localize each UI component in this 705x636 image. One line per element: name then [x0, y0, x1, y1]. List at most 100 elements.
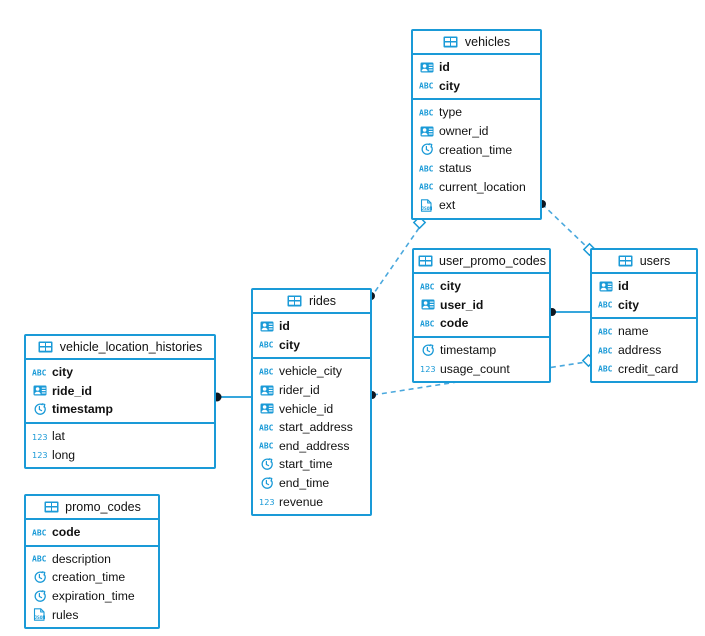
field-label: end_time	[279, 476, 330, 491]
svg-text:123: 123	[420, 364, 435, 373]
number-icon: 123	[259, 495, 274, 508]
table-icon	[618, 255, 634, 268]
attribute-field[interactable]: vehicle_id	[253, 399, 370, 418]
primary-key-field[interactable]: ABC city	[592, 296, 696, 315]
field-label: city	[618, 297, 640, 312]
primary-key-field[interactable]: ride_id	[26, 382, 214, 401]
id-badge-icon	[32, 384, 47, 397]
primary-key-field[interactable]: id	[413, 58, 540, 77]
edge-vlh-rides	[212, 392, 252, 402]
abc-text-icon: ABC	[259, 338, 274, 351]
svg-text:123: 123	[259, 497, 274, 506]
attribute-field[interactable]: ABC vehicle_city	[253, 362, 370, 381]
svg-text:ABC: ABC	[259, 368, 274, 376]
field-label: description	[52, 551, 111, 566]
attribute-field[interactable]: timestamp	[414, 341, 549, 360]
field-label: city	[439, 78, 461, 93]
entity-name: vehicles	[464, 35, 511, 49]
abc-text-icon: ABC	[598, 298, 613, 311]
attribute-field[interactable]: end_time	[253, 474, 370, 493]
attribute-field[interactable]: creation_time	[413, 140, 540, 159]
primary-key-field[interactable]: id	[253, 317, 370, 336]
svg-text:123: 123	[32, 450, 47, 459]
entity-name: users	[639, 254, 671, 268]
field-label: credit_card	[618, 361, 679, 376]
field-label: current_location	[439, 179, 526, 194]
svg-text:ABC: ABC	[32, 555, 47, 563]
table-icon	[417, 255, 433, 268]
abc-text-icon: ABC	[598, 344, 613, 357]
svg-text:ABC: ABC	[32, 368, 47, 376]
field-label: code	[52, 525, 81, 540]
attribute-field[interactable]: rider_id	[253, 381, 370, 400]
attribute-field[interactable]: ABC credit_card	[592, 359, 696, 378]
field-label: city	[52, 365, 74, 380]
id-badge-icon	[598, 280, 613, 293]
attribute-field[interactable]: expiration_time	[26, 587, 158, 606]
entity-name: promo_codes	[65, 500, 141, 514]
primary-key-field[interactable]: id	[592, 277, 696, 296]
abc-text-icon: ABC	[419, 106, 434, 119]
field-label: status	[439, 161, 472, 176]
svg-text:ABC: ABC	[598, 301, 613, 309]
abc-text-icon: ABC	[419, 162, 434, 175]
attribute-field[interactable]: creation_time	[26, 568, 158, 587]
field-label: revenue	[279, 494, 324, 509]
field-label: vehicle_city	[279, 364, 342, 379]
abc-text-icon: ABC	[419, 180, 434, 193]
primary-key-field[interactable]: ABC city	[26, 363, 214, 382]
attribute-field[interactable]: ABC current_location	[413, 178, 540, 197]
id-badge-icon	[419, 125, 434, 138]
attribute-field[interactable]: start_time	[253, 455, 370, 474]
attribute-field[interactable]: owner_id	[413, 122, 540, 141]
abc-text-icon: ABC	[598, 362, 613, 375]
svg-text:ABC: ABC	[420, 282, 435, 290]
id-badge-icon	[419, 61, 434, 74]
entity-name: rides	[308, 294, 337, 308]
attribute-field[interactable]: 123 revenue	[253, 492, 370, 511]
abc-text-icon: ABC	[598, 325, 613, 338]
attribute-field[interactable]: ABC status	[413, 159, 540, 178]
svg-text:ABC: ABC	[419, 164, 434, 172]
json-file-icon: JSON	[419, 199, 434, 212]
attribute-field[interactable]: ABC description	[26, 550, 158, 569]
id-badge-icon	[259, 384, 274, 397]
abc-text-icon: ABC	[32, 526, 47, 539]
table-icon	[43, 501, 59, 514]
primary-key-field[interactable]: ABC city	[413, 77, 540, 96]
abc-text-icon: ABC	[419, 79, 434, 92]
field-label: id	[439, 60, 450, 75]
field-label: owner_id	[439, 124, 489, 139]
field-label: start_address	[279, 420, 353, 435]
primary-key-field[interactable]: timestamp	[26, 400, 214, 419]
primary-key-field[interactable]: ABC code	[26, 523, 158, 542]
primary-key-field[interactable]: user_id	[414, 296, 549, 315]
edge-vehicles-users	[538, 200, 597, 257]
field-label: user_id	[440, 297, 484, 312]
clock-icon	[32, 571, 47, 584]
